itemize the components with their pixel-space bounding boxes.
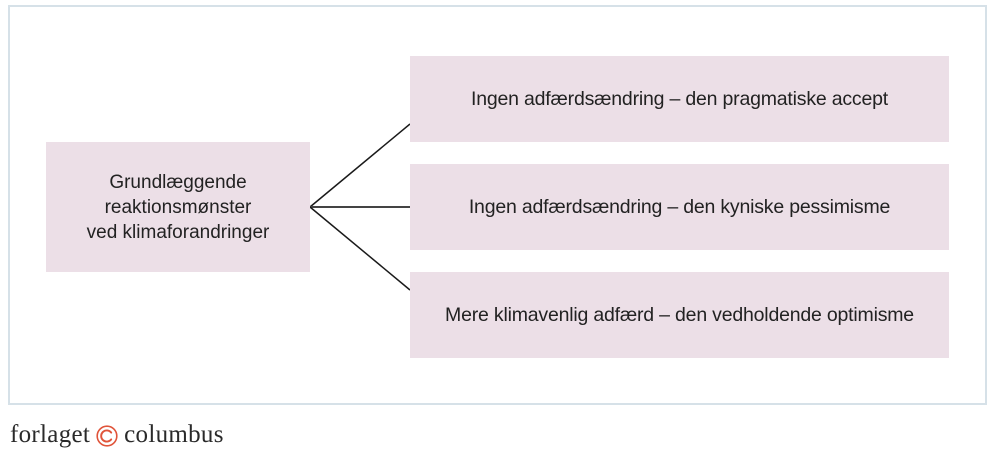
root-node-line-1: Grundlæggende (109, 171, 247, 193)
root-node-line-3: ved klimaforandringer (86, 221, 270, 243)
branch-node-label: Mere klimavenlig adfærd – den vedholdend… (445, 303, 914, 326)
publisher-name-right: columbus (124, 421, 224, 448)
branch-node-persistent-optimism: Mere klimavenlig adfærd – den vedholdend… (410, 272, 949, 358)
root-node: Grundlæggende reaktionsmønster ved klima… (46, 142, 310, 272)
branch-node-pragmatic-acceptance: Ingen adfærdsændring – den pragmatiske a… (410, 56, 949, 142)
publisher-logo: forlaget columbus (10, 421, 224, 449)
branch-node-label: Ingen adfærdsændring – den pragmatiske a… (470, 87, 888, 110)
branch-node-cynical-pessimism: Ingen adfærdsændring – den kyniske pessi… (410, 164, 949, 250)
publisher-name-left: forlaget (10, 421, 91, 448)
copyright-c-icon (96, 425, 118, 447)
root-node-line-2: reaktionsmønster (104, 196, 252, 218)
diagram-frame (8, 5, 987, 405)
branch-node-label: Ingen adfærdsændring – den kyniske pessi… (468, 195, 891, 218)
